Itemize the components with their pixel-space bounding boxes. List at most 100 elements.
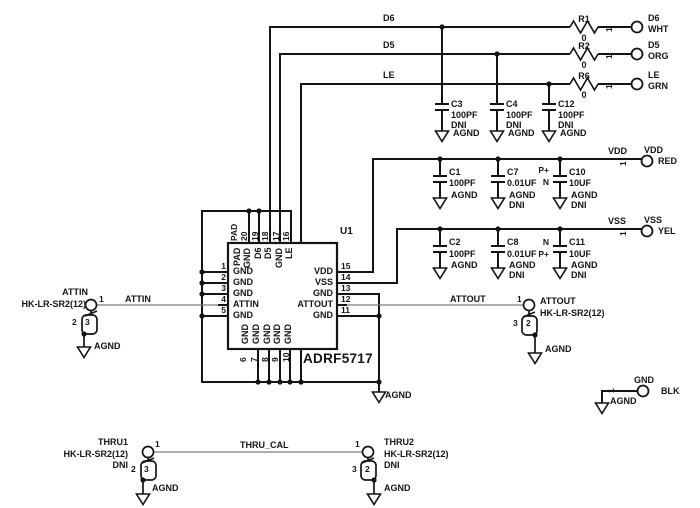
chip-pin-top-num: 16 bbox=[281, 231, 291, 241]
chip-pin-top-label: D6 bbox=[253, 247, 263, 259]
resistor-r1-symbol bbox=[569, 19, 599, 35]
cap-c1-ref: C1 bbox=[449, 167, 461, 177]
resistor-r2-ref: R2 bbox=[578, 41, 590, 51]
chip-pin-bottom-label: GND bbox=[283, 324, 293, 344]
junction-dot bbox=[557, 156, 563, 162]
chip-pin-right-label: ATTOUT bbox=[297, 299, 333, 309]
resistor-r2-value: 0 bbox=[581, 60, 587, 70]
cap-c12-value: 100PF bbox=[558, 110, 585, 120]
junction-dot bbox=[376, 379, 382, 385]
cap-c3-symbol bbox=[435, 103, 449, 111]
testpoint-gnd-agnd: AGND bbox=[610, 396, 637, 406]
cap-c2-value: 100PF bbox=[449, 249, 476, 259]
connector-thru1-part: HK-LR-SR2(12) bbox=[63, 449, 128, 459]
connector-thru2-ref: THRU2 bbox=[384, 437, 415, 447]
connector-thru1-pin1-num: 1 bbox=[155, 439, 160, 449]
testpoint-d5-name: D5 bbox=[648, 40, 660, 50]
connector-thru1-ref: THRU1 bbox=[97, 437, 128, 447]
chip-pin-right-num: 15 bbox=[341, 261, 351, 271]
cap-c12-ref: C12 bbox=[558, 99, 575, 109]
testpoint-vdd-circle bbox=[640, 154, 654, 168]
cap-c11-dni: DNI bbox=[571, 270, 587, 280]
connector-thru2-pin3-num: 3 bbox=[352, 464, 357, 474]
connector-attout-pin1 bbox=[522, 298, 536, 312]
cap-c11-symbol bbox=[553, 245, 567, 253]
cap-c1-value: 100PF bbox=[449, 178, 476, 188]
junction-dot bbox=[199, 280, 205, 286]
chip-pin-bottom-label: GND bbox=[262, 324, 272, 344]
chip-pin-top-num: 20 bbox=[239, 231, 249, 241]
chip-refdes: U1 bbox=[340, 226, 353, 237]
testpoint-vss-color: YEL bbox=[658, 226, 676, 236]
cap-c10-ref: C10 bbox=[569, 167, 586, 177]
cap-c4-dni: DNI bbox=[506, 120, 522, 130]
resistor-r6-ref: R6 bbox=[578, 71, 590, 81]
connector-attout-part: HK-LR-SR2(12) bbox=[540, 308, 605, 318]
chip-pin-top-num: 19 bbox=[250, 231, 260, 241]
connector-attin-pin1-num: 1 bbox=[99, 294, 104, 304]
chip-pin-left-label: ATTIN bbox=[233, 299, 259, 309]
connector-thru1-shield bbox=[140, 460, 157, 481]
junction-dot bbox=[437, 156, 443, 162]
cap-c8-symbol bbox=[491, 245, 505, 253]
junction-dot bbox=[277, 379, 283, 385]
wires bbox=[201, 26, 642, 403]
testpoint-d6-pin: 1 bbox=[604, 27, 614, 32]
chip-pin-right-label: GND bbox=[313, 288, 333, 298]
wire-net-d5 bbox=[279, 53, 632, 243]
net-label-attin: ATTIN bbox=[125, 294, 151, 304]
cap-c2-agnd: AGND bbox=[451, 260, 478, 270]
testpoint-gnd-pin: 1 bbox=[606, 388, 616, 393]
testpoint-circles bbox=[630, 20, 654, 398]
connector-attout-pin3-num: 3 bbox=[513, 318, 518, 328]
cap-c3-value: 100PF bbox=[451, 110, 478, 120]
cap-c12-agnd: AGND bbox=[560, 128, 587, 138]
testpoint-vdd-pin: 1 bbox=[618, 161, 628, 166]
chip-pin-bottom-label: GND bbox=[251, 324, 261, 344]
cap-c8-agnd: AGND bbox=[509, 260, 536, 270]
wire-net-d6 bbox=[269, 26, 632, 243]
resistor-r1-value: 0 bbox=[581, 33, 587, 43]
junction-dot bbox=[494, 51, 500, 57]
net-label-d5: D5 bbox=[383, 40, 395, 50]
testpoint-le-circle bbox=[630, 77, 644, 91]
junction-dot bbox=[298, 379, 304, 385]
junction-dot bbox=[266, 379, 272, 385]
junction-dot bbox=[199, 291, 205, 297]
testpoint-gnd-circle bbox=[636, 384, 650, 398]
cap-c7-symbol bbox=[491, 175, 505, 183]
junction-dot bbox=[546, 81, 552, 87]
junction-dot bbox=[439, 24, 445, 30]
signal-wires bbox=[96, 304, 524, 453]
cap-c10-symbol bbox=[553, 175, 567, 183]
junction-dot bbox=[81, 331, 87, 337]
resistor-r1-ref: R1 bbox=[578, 14, 590, 24]
connector-attin-pin1 bbox=[84, 298, 98, 312]
cap-c7-value: 0.01UF bbox=[507, 178, 537, 188]
cap-c7-ref: C7 bbox=[507, 167, 519, 177]
connector-thru2-pin2-num: 2 bbox=[365, 464, 370, 474]
cap-c12-symbol bbox=[542, 103, 556, 111]
connector-thru1-pin3-num: 3 bbox=[144, 464, 149, 474]
chip-pin-bottom-num: 7 bbox=[249, 357, 259, 362]
agnd-triangle bbox=[490, 197, 506, 211]
net-label-thru-cal: THRU_CAL bbox=[240, 440, 289, 450]
agnd-symbols bbox=[76, 130, 610, 507]
cap-c4-agnd: AGND bbox=[508, 128, 535, 138]
chip-pin-top-label: LE bbox=[284, 247, 294, 259]
agnd-triangle bbox=[135, 493, 151, 507]
chip-pin-top-label: GND bbox=[242, 248, 252, 268]
chip-pin-top-label: GND bbox=[274, 248, 284, 268]
chip-pin-right-num: 14 bbox=[341, 272, 351, 282]
testpoint-le-pin: 1 bbox=[604, 84, 614, 89]
resistor-r6-symbol bbox=[569, 76, 599, 92]
net-label-attout: ATTOUT bbox=[450, 294, 486, 304]
connector-attin-pin2-num: 2 bbox=[72, 317, 77, 327]
chip-pin-left-num: 3 bbox=[221, 283, 226, 293]
cap-c12-dni: DNI bbox=[558, 120, 574, 130]
chip-outline bbox=[226, 241, 339, 351]
cap-c10-pos: P+ bbox=[538, 165, 549, 175]
chip-pin-bottom-num: 8 bbox=[260, 357, 270, 362]
